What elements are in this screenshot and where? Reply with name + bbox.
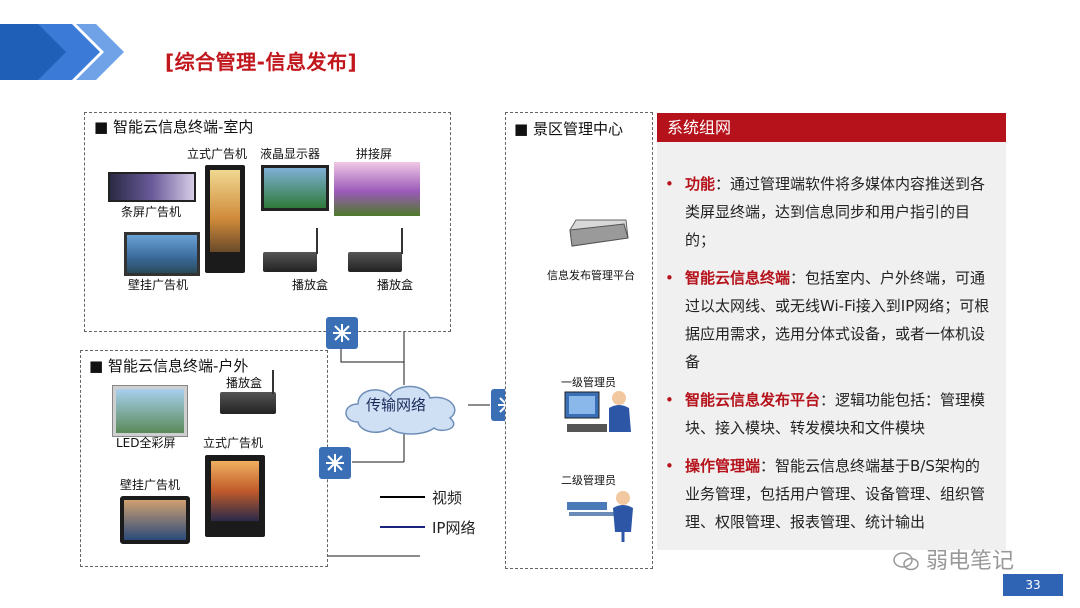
panel-header: 系统组网	[657, 113, 1006, 142]
outdoor-box-title: ■ 智能云信息终端-户外	[89, 355, 248, 376]
splice-label: 拼接屏	[356, 145, 392, 162]
bullet-platform: •智能云信息发布平台：逻辑功能包括：管理模块、接入模块、转发模块和文件模块	[665, 386, 993, 442]
bullet-operator: •操作管理端：智能云信息终端基于B/S架构的业务管理，包括用户管理、设备管理、组…	[665, 452, 993, 536]
page-number: 33	[1003, 574, 1063, 596]
lcd-screen	[261, 165, 329, 211]
led-screen	[113, 386, 187, 436]
player-box-1	[263, 252, 317, 272]
outdoor-wall-ad-label: 壁挂广告机	[120, 476, 180, 493]
platform-label: 信息发布管理平台	[547, 267, 635, 283]
outdoor-player-label: 播放盒	[226, 374, 262, 391]
outdoor-standing-ad-screen	[205, 455, 265, 537]
network-switch-icon	[318, 446, 352, 480]
player-box-2	[348, 252, 402, 272]
wall-ad-label: 壁挂广告机	[128, 276, 188, 293]
wall-ad-screen	[124, 232, 200, 276]
antenna-icon	[316, 228, 318, 254]
network-switch-icon	[325, 316, 359, 350]
standing-ad-screen	[205, 165, 245, 273]
player-box-2-label: 播放盒	[377, 276, 413, 293]
bullet-function: •功能：通过管理端软件将多媒体内容推送到各类屏显终端，达到信息同步和用户指引的目…	[665, 170, 993, 254]
splice-screen	[334, 162, 420, 216]
workstation-icon	[563, 388, 641, 444]
admin2-label: 二级管理员	[561, 472, 616, 488]
standing-ad-label: 立式广告机	[187, 145, 247, 162]
outdoor-standing-ad-label: 立式广告机	[203, 434, 263, 451]
description-panel: •功能：通过管理端软件将多媒体内容推送到各类屏显终端，达到信息同步和用户指引的目…	[657, 142, 1006, 550]
strip-ad-screen	[108, 172, 196, 202]
wechat-icon	[893, 551, 919, 571]
led-label: LED全彩屏	[116, 434, 176, 451]
legend-video-label: 视频	[432, 487, 462, 508]
watermark: 弱电笔记	[893, 543, 1014, 575]
legend-ip-label: IP网络	[432, 517, 475, 538]
player-box-1-label: 播放盒	[292, 276, 328, 293]
antenna-icon	[401, 228, 403, 254]
bullet-terminal: •智能云信息终端：包括室内、户外终端，可通过以太网线、或无线Wi-Fi接入到IP…	[665, 264, 993, 376]
outdoor-player-box	[220, 392, 276, 414]
workstation-icon	[565, 488, 639, 544]
indoor-box-title: ■ 智能云信息终端-室内	[94, 116, 253, 137]
outdoor-terminal-box	[80, 350, 328, 567]
network-label: 传输网络	[366, 394, 426, 415]
outdoor-wall-ad-screen	[120, 496, 190, 544]
lcd-label: 液晶显示器	[260, 145, 320, 162]
antenna-icon	[272, 370, 274, 394]
management-center-title: ■ 景区管理中心	[514, 118, 623, 139]
strip-ad-label: 条屏广告机	[121, 203, 181, 220]
server-icon	[568, 216, 630, 252]
